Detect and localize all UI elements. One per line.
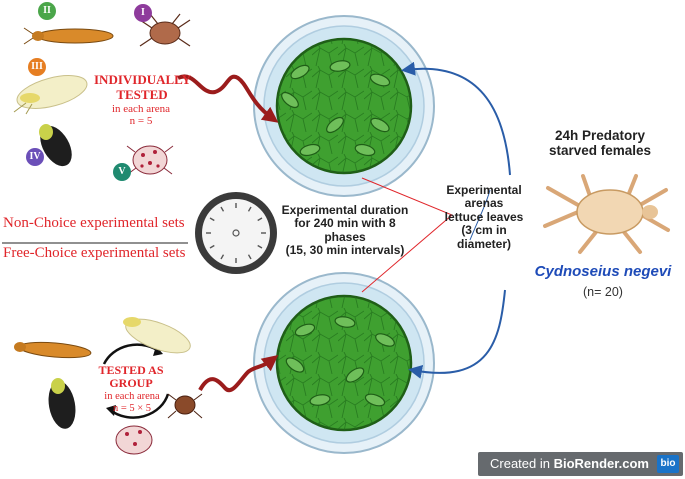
group-pupa-illustration [48, 378, 76, 429]
biorender-logo: bio [657, 455, 679, 473]
arena-bottom [253, 272, 435, 454]
non-choice-label: Non-Choice experimental sets [3, 215, 185, 231]
arrow-individual [177, 74, 279, 123]
duration-line1: Experimental duration [281, 203, 409, 217]
arenas-line2: arenas [464, 196, 504, 211]
badge-IV: IV [26, 148, 44, 166]
whitefly-illustration [13, 75, 88, 115]
arenas-line1: Experimental [446, 183, 522, 197]
arrow-predator-bottom [408, 289, 506, 379]
group-whitefly-illustration [123, 317, 191, 354]
arenas-text: Experimental arenas lettuce leaves (3 cm… [440, 183, 528, 251]
free-choice-label: Free-Choice experimental sets [3, 245, 186, 261]
watermark-text: Created in BioRender.com [490, 452, 649, 476]
group-n: n = 5 × 5 [112, 402, 152, 414]
watermark-prefix: Created in [490, 456, 554, 471]
group-sub: in each arena n = 5 × 5 [98, 391, 166, 415]
group-line1: TESTED AS [98, 363, 164, 377]
arenas-line3: lettuce leaves [444, 209, 524, 224]
group-sub-line: in each arena [104, 391, 160, 402]
thrips-pupa-illustration [39, 124, 72, 167]
badge-II: II [38, 2, 56, 20]
group-label: TESTED AS GROUP [96, 363, 166, 391]
duration-line3: phases [324, 229, 366, 244]
duration-line2: for 240 min with 8 [294, 216, 396, 231]
predatory-mite-illustration [543, 174, 670, 254]
arrow-group [198, 355, 279, 392]
predator-line2: starved females [548, 143, 652, 159]
duration-line4: (15, 30 min intervals) [285, 243, 405, 258]
group-line2: GROUP [109, 376, 153, 391]
clock-icon [195, 192, 277, 274]
connector-line [361, 177, 453, 293]
badge-III: III [28, 58, 46, 76]
thrips-adult-illustration [23, 27, 114, 45]
individual-line1: INDIVIDUALLY [94, 72, 192, 87]
badge-I: I [134, 4, 152, 22]
spider-mite-illustration [139, 13, 191, 47]
individual-n: n = 5 [129, 115, 153, 128]
arenas-line5: diameter) [456, 236, 512, 251]
mite-nymph-illustration [126, 145, 174, 175]
group-mite-nymph-illustration [115, 425, 153, 455]
biorender-watermark: Created in BioRender.com bio [478, 452, 683, 476]
predator-species-name: Cydnoseius negevi [534, 263, 672, 280]
individual-label: INDIVIDUALLY TESTED [94, 72, 192, 102]
predator-n: (n= 20) [583, 285, 623, 299]
arrow-predator-top [401, 61, 511, 176]
group-spider-mite-illustration [167, 393, 203, 419]
duration-text: Experimental duration for 240 min with 8… [280, 203, 410, 258]
group-thrips-illustration [14, 341, 92, 359]
individual-line2: TESTED [116, 86, 168, 102]
watermark-brand: BioRender.com [553, 456, 649, 471]
individual-sub: in each arena n = 5 [106, 103, 176, 128]
individual-sub-line: in each arena [111, 103, 170, 115]
predator-label: 24h Predatory starved females [540, 128, 660, 158]
predator-line1: 24h Predatory [554, 128, 646, 143]
arena-top [253, 15, 435, 197]
badge-V: V [113, 163, 131, 181]
arenas-line4: (3 cm in [461, 223, 507, 238]
